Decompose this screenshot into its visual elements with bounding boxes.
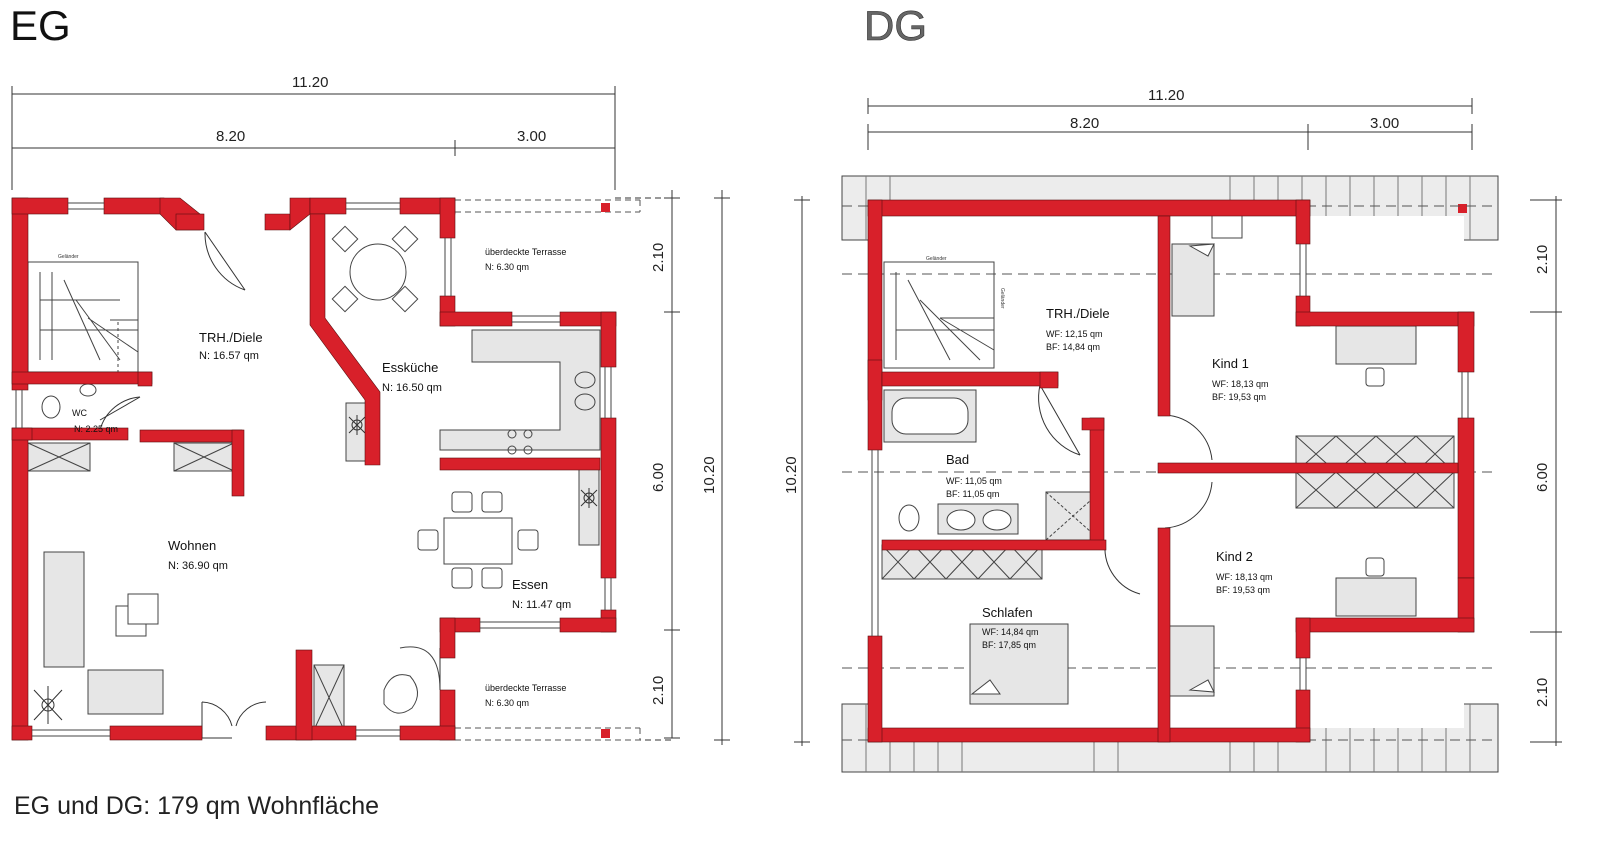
dg-room-bad-wf: WF: 11,05 qm bbox=[946, 476, 1002, 486]
dg-room-schlafen-bf: BF: 17,85 qm bbox=[982, 640, 1036, 650]
eg-room-wohnen-area: N: 36.90 qm bbox=[168, 560, 228, 572]
eg-dim-r3: 2.10 bbox=[650, 676, 667, 705]
eg-room-wc-name: WC bbox=[72, 408, 87, 418]
eg-armchair bbox=[383, 646, 441, 714]
eg-terrace-bot-area: N: 6.30 qm bbox=[485, 698, 529, 708]
eg-wardrobe-cross bbox=[27, 442, 345, 731]
eg-column-top bbox=[601, 203, 610, 212]
dg-walls bbox=[867, 199, 1475, 743]
eg-dim-a: 8.20 bbox=[216, 128, 245, 145]
dg-room-kind1-name: Kind 1 bbox=[1212, 356, 1249, 371]
eg-dim-total-v: 10.20 bbox=[701, 456, 718, 494]
dg-room-schlafen-wf: WF: 14,84 qm bbox=[982, 627, 1039, 637]
dg-room-bad-bf: BF: 11,05 qm bbox=[946, 489, 999, 499]
dg-room-trh-name: TRH./Diele bbox=[1046, 306, 1110, 321]
eg-terrace-top-area: N: 6.30 qm bbox=[485, 262, 529, 272]
dg-room-kind2-bf: BF: 19,53 qm bbox=[1216, 585, 1270, 595]
dg-room-trh-bf: BF: 14,84 qm bbox=[1046, 342, 1100, 352]
dg-bed-pillows bbox=[970, 243, 1215, 695]
dg-desk-chairs bbox=[1365, 367, 1385, 577]
dg-room-kind1-bf: BF: 19,53 qm bbox=[1212, 392, 1266, 402]
eg-furniture bbox=[27, 329, 601, 731]
eg-room-essen-name: Essen bbox=[512, 577, 548, 592]
eg-terrace-top-name: überdeckte Terrasse bbox=[485, 247, 566, 257]
eg-plant-small-icon bbox=[348, 415, 598, 508]
footer-living-area: EG und DG: 179 qm Wohnfläche bbox=[14, 792, 380, 820]
dg-room-kind2-wf: WF: 18,13 qm bbox=[1216, 572, 1273, 582]
dg-dim-r3: 2.10 bbox=[1534, 678, 1551, 707]
dg-dim-total: 11.20 bbox=[1148, 87, 1184, 104]
eg-room-esskueche-area: N: 16.50 qm bbox=[382, 382, 442, 394]
eg-room-essen-area: N: 11.47 qm bbox=[512, 599, 571, 611]
eg-kitchen-fixtures bbox=[41, 371, 596, 455]
dg-dim-b: 3.00 bbox=[1370, 115, 1399, 132]
eg-stair-label: Geländer bbox=[58, 254, 79, 260]
dg-room-bad-name: Bad bbox=[946, 452, 969, 467]
eg-dining-chairs bbox=[417, 491, 539, 589]
eg-stair bbox=[27, 261, 139, 373]
dg-room-kind2-name: Kind 2 bbox=[1216, 549, 1253, 564]
eg-title: EG bbox=[10, 2, 71, 49]
eg-walls bbox=[11, 197, 617, 741]
dg-dim-a: 8.20 bbox=[1070, 115, 1099, 132]
dg-wardrobe-cross bbox=[881, 435, 1455, 580]
dg-column-top bbox=[1458, 204, 1467, 213]
eg-dim-top bbox=[11, 86, 616, 190]
dg-dim-r2: 6.00 bbox=[1534, 463, 1551, 492]
dg-stair bbox=[883, 261, 995, 369]
dg-bath-fixtures bbox=[891, 397, 1012, 532]
eg-room-trh-name: TRH./Diele bbox=[199, 330, 263, 345]
eg-dim-b: 3.00 bbox=[517, 128, 546, 145]
eg-round-table bbox=[331, 225, 419, 313]
dg-room-schlafen-name: Schlafen bbox=[982, 605, 1033, 620]
eg-dim-r1: 2.10 bbox=[650, 243, 667, 272]
dg-plan: DG 11.20 8.20 3.00 10.20 2.10 6.00 2.10 bbox=[783, 2, 1562, 773]
eg-dim-right bbox=[615, 190, 730, 745]
eg-plant-icon bbox=[33, 686, 63, 724]
eg-column-bot bbox=[601, 729, 610, 738]
eg-room-esskueche-name: Essküche bbox=[382, 360, 438, 375]
eg-dim-total: 11.20 bbox=[292, 74, 328, 91]
dg-title: DG bbox=[864, 2, 927, 49]
dg-dim-left-total: 10.20 bbox=[783, 456, 800, 494]
dg-room-kind1-wf: WF: 18,13 qm bbox=[1212, 379, 1269, 389]
eg-room-trh-area: N: 16.57 qm bbox=[199, 350, 259, 362]
dg-room-trh-wf: WF: 12,15 qm bbox=[1046, 329, 1103, 339]
dg-dim-top bbox=[867, 98, 1473, 150]
dg-dim-sides bbox=[794, 196, 1562, 746]
eg-dim-r2: 6.00 bbox=[650, 463, 667, 492]
eg-room-wohnen-name: Wohnen bbox=[168, 538, 216, 553]
dg-dim-r1: 2.10 bbox=[1534, 245, 1551, 274]
eg-terrace-bot-name: überdeckte Terrasse bbox=[485, 683, 566, 693]
eg-plan: EG 11.20 8.20 3.00 2.10 6.00 2.10 1 bbox=[10, 2, 730, 745]
eg-windows bbox=[15, 202, 612, 737]
dg-stair-label-1: Geländer bbox=[926, 256, 947, 262]
eg-room-wc-area: N: 2.25 qm bbox=[74, 424, 118, 434]
eg-doors bbox=[99, 231, 441, 739]
dg-doors bbox=[1038, 384, 1213, 595]
dg-windows bbox=[871, 244, 1469, 690]
dg-stair-label-2: Geländer bbox=[999, 288, 1005, 309]
